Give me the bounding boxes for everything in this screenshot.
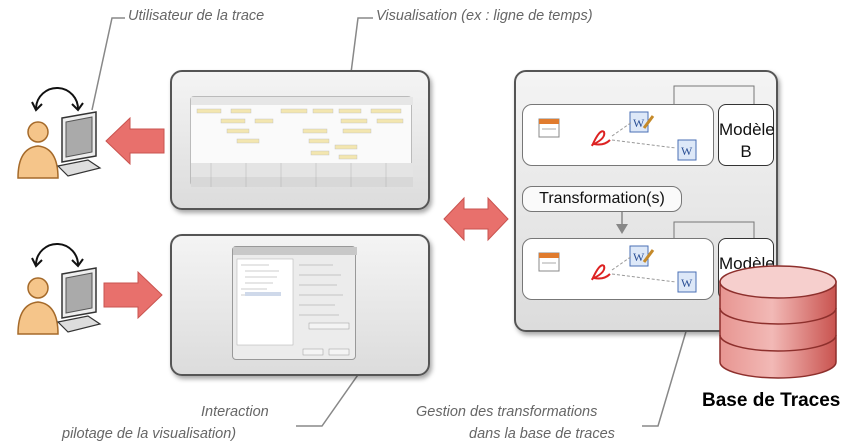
model-b-box[interactable]: Modèle B [718,104,775,166]
transformation-label[interactable]: Transformation(s) [522,186,682,212]
pdf-icon [590,130,611,147]
gestion-annotation-line2: dans la base de traces [469,426,615,442]
computer-icon [56,267,102,333]
pdf-icon [590,264,611,281]
interaction-annotation-line1: Interaction [201,404,269,420]
interaction-panel [170,234,430,376]
dialog-screenshot[interactable] [232,246,357,360]
svg-text:W: W [633,250,645,264]
timeline-screenshot[interactable] [190,96,413,187]
visualisation-annotation: Visualisation (ex : ligne de temps) [376,8,593,24]
visualisation-panel [170,70,430,210]
user-annotation: Utilisateur de la trace [128,8,265,24]
timeline-graphic [191,97,413,187]
user-icon [17,243,84,335]
interaction-annotation-line2: pilotage de la visualisation) [62,426,237,442]
arrow-left-to-user [105,116,165,166]
icon-links [611,255,677,283]
interaction-leader-line [296,351,375,427]
word-icon: W [677,271,697,293]
arrow-right-to-panel [103,270,163,320]
gestion-leader-line [642,317,691,427]
word-icon: W [629,111,655,133]
database-icon[interactable] [716,260,840,384]
database-label: Base de Traces [702,390,841,411]
user-leader-line [91,17,125,111]
user-icon [17,87,84,179]
calendar-icon [538,252,560,272]
computer-icon [56,111,102,177]
model-b-label-line2: B [740,142,752,161]
model-b-label-line1: Modèle [719,120,775,139]
svg-text:W: W [681,144,693,158]
double-arrow [443,196,509,242]
icon-links [611,121,677,149]
word-icon: W [677,139,697,161]
dialog-graphic [233,247,357,356]
calendar-icon [538,118,560,138]
svg-text:W: W [681,276,693,290]
word-icon: W [629,245,655,267]
gestion-annotation-line1: Gestion des transformations [416,404,598,420]
svg-text:W: W [633,116,645,130]
